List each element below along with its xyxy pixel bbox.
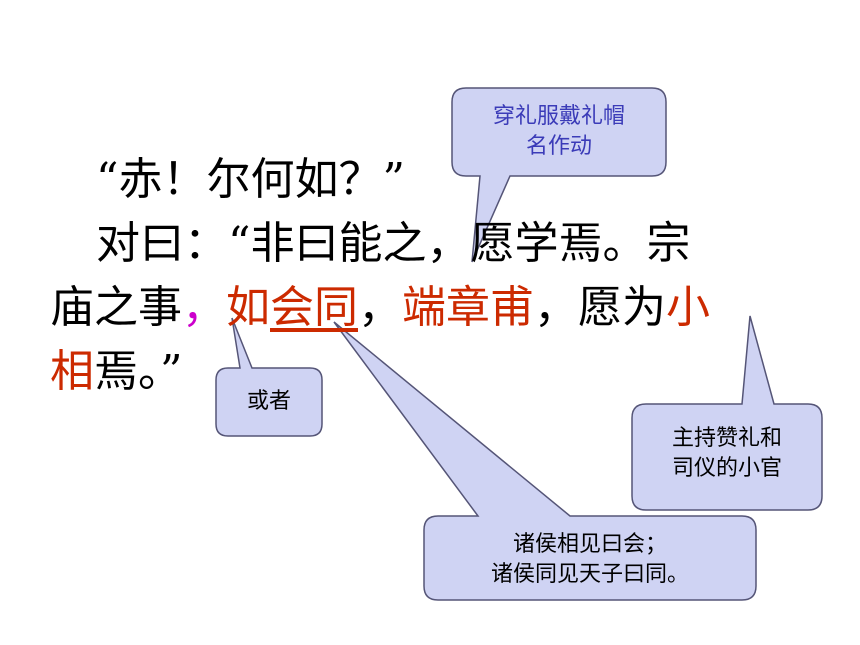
passage-line-3: 庙之事，如会同，端章甫，愿为小: [50, 276, 710, 340]
callout-or-label: 或者: [246, 389, 291, 414]
highlight-comma: ，: [182, 282, 226, 333]
highlight-duanzhangfu: 端章甫: [402, 282, 534, 333]
passage-line-4: 相焉。”: [50, 340, 183, 404]
callout-top-shape: [451, 87, 667, 263]
callout-huitong-text: 诸侯相见曰会； 诸侯同见天子曰同。: [424, 530, 756, 590]
callout-top-line-2: 名作动: [525, 134, 592, 159]
passage-line-2: 对曰：“非曰能之，愿学焉。宗: [96, 218, 691, 269]
callout-xiaoxiang-text: 主持赞礼和 司仪的小官: [632, 424, 822, 484]
highlight-huitong: 会同: [270, 282, 358, 333]
highlight-ru: 如: [226, 282, 270, 333]
passage-line-1: “赤！尔何如？”: [96, 154, 405, 205]
callout-top-text: 穿礼服戴礼帽 名作动: [452, 102, 666, 162]
callout-or-shape: [215, 317, 323, 437]
callout-huitong-line-2: 诸侯同见天子曰同。: [490, 562, 689, 587]
callout-or-text: 或者: [216, 387, 322, 417]
highlight-xiao: 小: [666, 282, 710, 333]
callout-huitong-shape: [333, 321, 757, 601]
callout-xiaoxiang-line-2: 司仪的小官: [671, 456, 782, 481]
text-segment: 焉。”: [94, 346, 183, 397]
text-segment: ，愿为: [534, 282, 666, 333]
callout-xiaoxiang-shape: [631, 315, 823, 511]
callout-huitong-line-1: 诸侯相见曰会；: [512, 532, 667, 557]
text-segment: ，: [358, 282, 402, 333]
highlight-xiang: 相: [50, 346, 94, 397]
callout-top-line-1: 穿礼服戴礼帽: [492, 104, 625, 129]
text-segment: 庙之事: [50, 282, 182, 333]
callout-xiaoxiang-line-1: 主持赞礼和: [671, 426, 782, 451]
